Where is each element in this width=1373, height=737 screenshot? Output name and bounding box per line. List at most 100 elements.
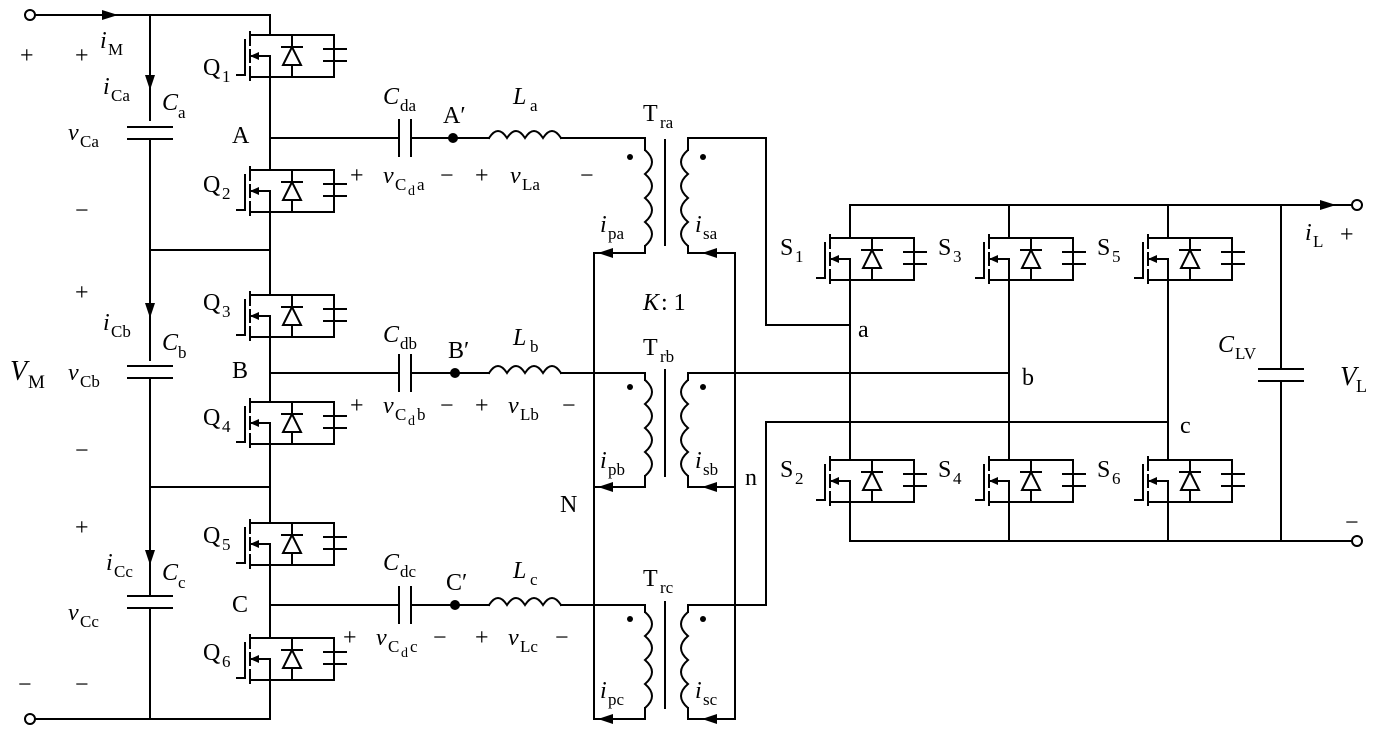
isa-subscript: sa	[703, 224, 718, 243]
node-C-label: C	[232, 592, 248, 618]
Cda-subscript: da	[400, 96, 417, 115]
node-C-prime	[450, 600, 460, 610]
vCdb-minus: −	[440, 393, 454, 419]
vCda-minus: −	[440, 163, 454, 189]
vCda-label: v	[383, 163, 394, 189]
switch-S4	[975, 439, 1086, 521]
ipc-subscript: pc	[608, 690, 625, 709]
plus-Cb-label: +	[75, 280, 89, 306]
Q3-label: Q	[203, 290, 220, 316]
Lc-label: L	[512, 558, 526, 584]
Lc-subscript: c	[530, 570, 538, 589]
switch-S1	[816, 217, 927, 299]
plus-Cc-label: +	[75, 515, 89, 541]
vLb-label: v	[508, 393, 519, 419]
Q4-subscript: 4	[222, 417, 231, 436]
vLb-subscript: Lb	[520, 405, 539, 424]
switch-Q4	[236, 381, 347, 463]
CLV-subscript: LV	[1235, 344, 1257, 363]
Cdb-label: C	[383, 322, 400, 348]
node-B-prime-label: B′	[448, 338, 469, 364]
iM-arrow	[102, 10, 118, 20]
S6-subscript: 6	[1112, 469, 1121, 488]
Cdc-label: C	[383, 550, 400, 576]
ipc-label: i	[600, 678, 607, 704]
VM-label: V	[10, 356, 30, 387]
switch-Q6	[236, 617, 347, 699]
iM-subscript: M	[108, 40, 123, 59]
iCa-subscript: Ca	[111, 86, 130, 105]
Cdb-subscript: db	[400, 334, 417, 353]
S2-subscript: 2	[795, 469, 804, 488]
Ca-subscript: a	[178, 103, 186, 122]
ipb-subscript: pb	[608, 460, 625, 479]
vCdb-sub-d: d	[408, 414, 415, 429]
CLV-label: C	[1218, 332, 1235, 358]
Trc-label: T	[643, 566, 658, 592]
vCdc-plus: +	[343, 625, 357, 651]
VL-label: V	[1340, 361, 1360, 391]
plus-output-label: +	[1340, 222, 1354, 248]
capacitor-Cb	[127, 365, 173, 379]
Tra-subscript: ra	[660, 113, 674, 132]
vCc-label: v	[68, 600, 79, 626]
Lb-label: L	[512, 325, 526, 351]
iL-subscript: L	[1313, 232, 1323, 251]
vCdc-sub-d: d	[401, 646, 408, 661]
capacitor-Cdc	[398, 586, 412, 624]
minus-Ca-label: −	[75, 198, 89, 224]
isb-label: i	[695, 448, 702, 474]
S5-subscript: 5	[1112, 247, 1121, 266]
Cda-label: C	[383, 84, 400, 110]
node-C-prime-label: C′	[446, 570, 467, 596]
iCb-label: i	[103, 310, 110, 336]
vLa-label: v	[510, 163, 521, 189]
plus-input-label: +	[20, 43, 34, 69]
input-minus-terminal	[24, 713, 36, 725]
vLc-subscript: Lc	[520, 637, 538, 656]
La-subscript: a	[530, 96, 538, 115]
Q5-label: Q	[203, 523, 220, 549]
Q3-subscript: 3	[222, 302, 231, 321]
Lb-subscript: b	[530, 337, 539, 356]
isb-subscript: sb	[703, 460, 718, 479]
S2-label: S	[780, 457, 793, 483]
vCdc-sub-c: c	[410, 637, 418, 656]
turns-ratio-rest: : 1	[661, 290, 686, 316]
Cb-subscript: b	[178, 343, 187, 362]
S4-subscript: 4	[953, 469, 962, 488]
Q6-label: Q	[203, 640, 220, 666]
capacitor-Cc	[127, 595, 173, 609]
input-plus-terminal	[24, 9, 36, 21]
isc-subscript: sc	[703, 690, 718, 709]
La-label: L	[512, 84, 526, 110]
iCa-label: i	[103, 74, 110, 100]
node-b-label: b	[1022, 365, 1034, 391]
minus-input-label: −	[18, 672, 32, 698]
vLa-subscript: La	[522, 175, 540, 194]
turns-ratio-K: K	[642, 290, 661, 316]
vLb-plus: +	[475, 393, 489, 419]
switch-Q5	[236, 502, 347, 584]
node-A-prime	[448, 133, 458, 143]
iM-label: i	[100, 28, 107, 54]
Q1-subscript: 1	[222, 67, 231, 86]
output-minus-terminal	[1351, 535, 1363, 547]
vCdc-sub-C: C	[388, 637, 399, 656]
node-B-prime	[450, 368, 460, 378]
vCb-label: v	[68, 360, 79, 386]
vCda-plus: +	[350, 163, 364, 189]
transformer-Tra	[627, 139, 706, 247]
iCb-subscript: Cb	[111, 322, 131, 341]
Trc-subscript: rc	[660, 578, 674, 597]
Q2-subscript: 2	[222, 184, 231, 203]
vCa-label: v	[68, 120, 79, 146]
node-A-label: A	[232, 123, 250, 149]
vLa-minus: −	[580, 163, 594, 189]
Q4-label: Q	[203, 405, 220, 431]
inductor-Lb	[488, 365, 562, 374]
S5-label: S	[1097, 235, 1110, 261]
node-A-prime-label: A′	[443, 103, 466, 129]
ipb-label: i	[600, 448, 607, 474]
transformer-Trc	[627, 601, 706, 709]
